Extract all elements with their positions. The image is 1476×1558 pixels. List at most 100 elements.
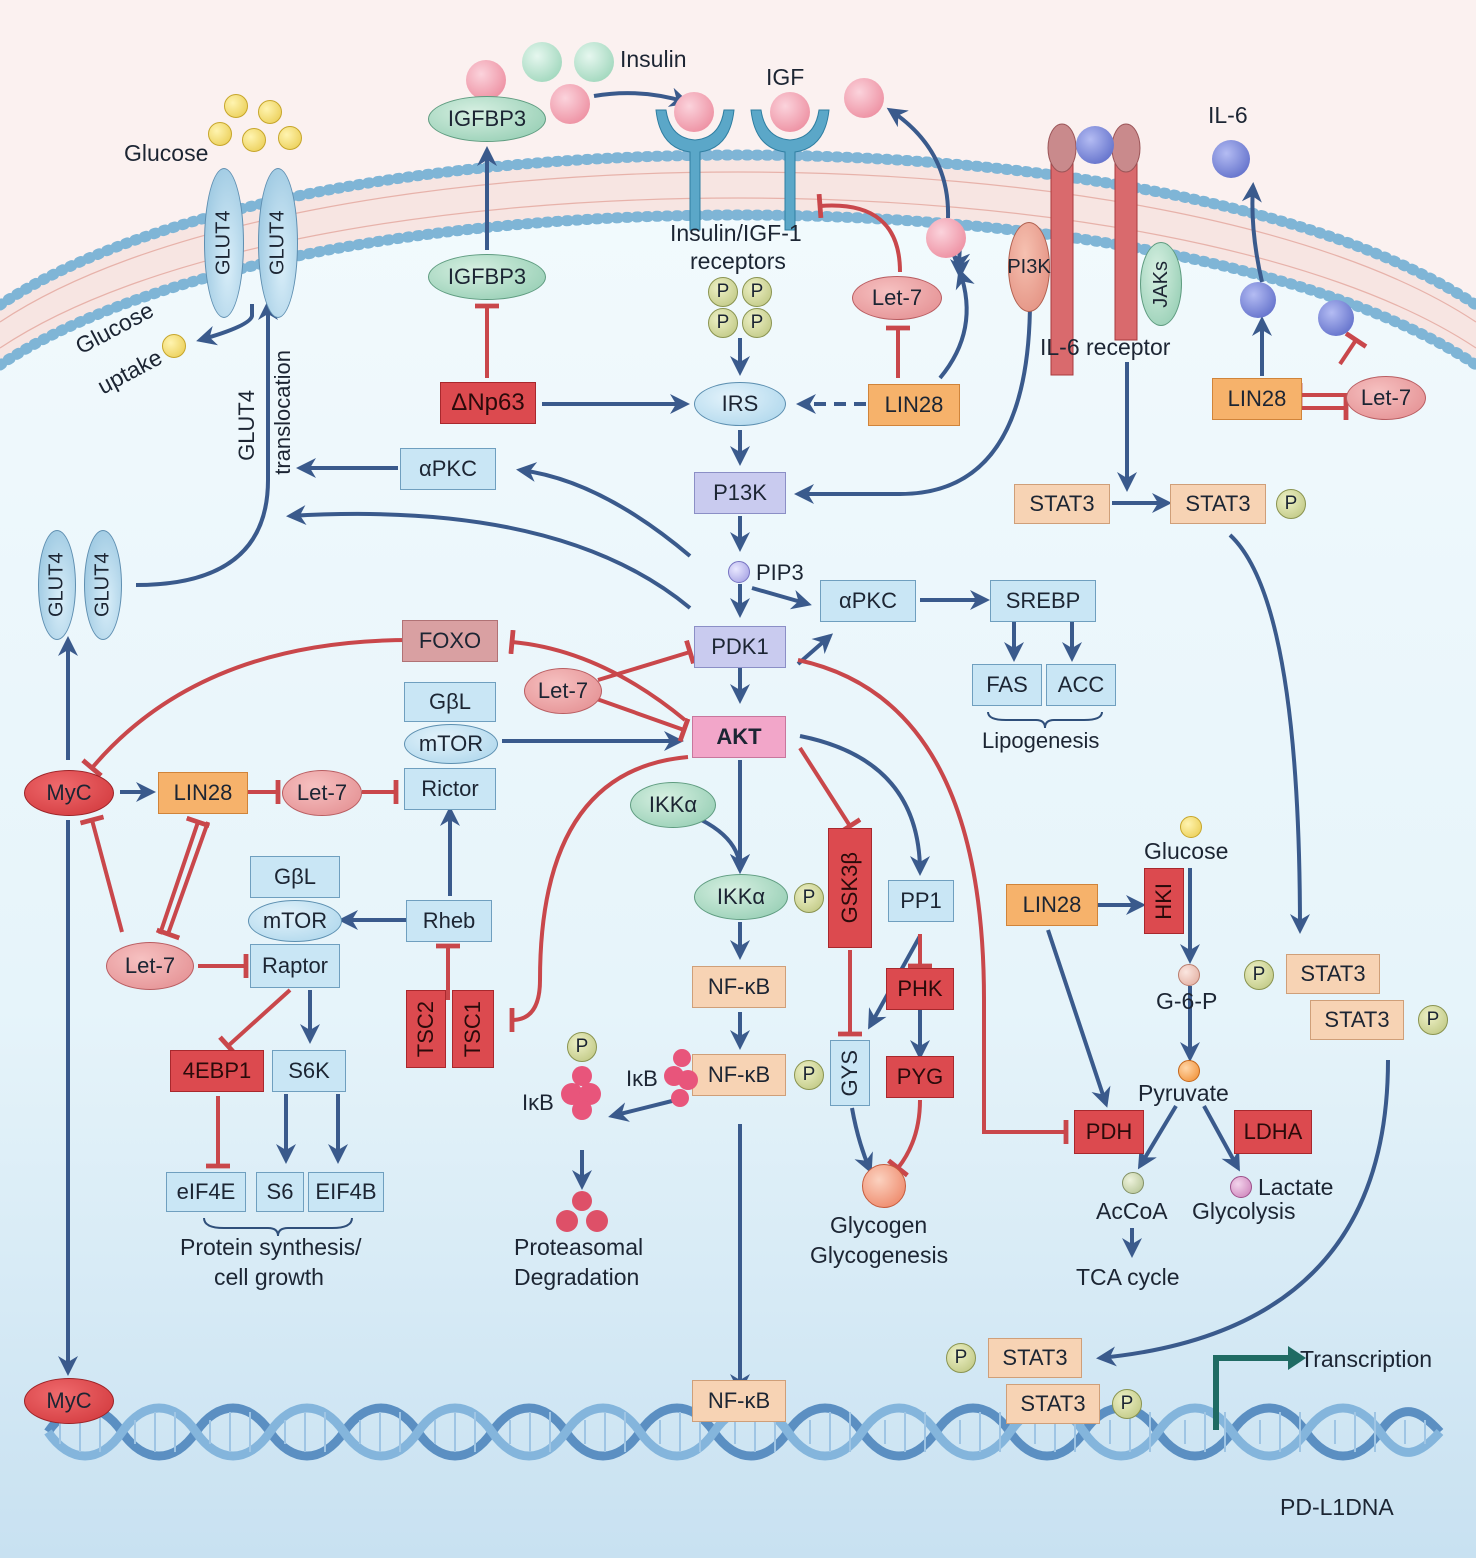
glut4-translocation-label: translocation (270, 350, 295, 475)
phospho-badge: P (1276, 489, 1306, 519)
pyruvate-molecule (1178, 1060, 1200, 1082)
nfkb-nuclear-node: NF-κB (692, 1380, 786, 1422)
igf-molecule (844, 78, 884, 118)
accoa-molecule (1122, 1172, 1144, 1194)
igf-molecule (770, 92, 810, 132)
ikb-label: IκB (522, 1090, 554, 1115)
phospho-badge: P (708, 308, 738, 338)
il6-molecule (1318, 300, 1354, 336)
myc-nuclear-node: MyC (24, 1378, 114, 1424)
let7-node-right: Let-7 (1346, 376, 1426, 420)
receptor-label: receptors (690, 248, 786, 274)
receptor-label: Insulin/IGF-1 (670, 220, 802, 246)
s6k-node: S6K (272, 1050, 346, 1092)
stat3-node: STAT3 (1006, 1384, 1100, 1424)
lactate-molecule (1230, 1176, 1252, 1198)
dna-label: PD-L1DNA (1280, 1494, 1394, 1520)
stat3-node: STAT3 (988, 1338, 1082, 1378)
pp1-node: PP1 (888, 880, 954, 922)
lin28-node-glycolysis: LIN28 (1006, 884, 1098, 926)
rheb-node: Rheb (406, 900, 492, 942)
gbl-node-lower: GβL (250, 856, 340, 898)
stat3-node: STAT3 (1286, 954, 1380, 994)
let7-node-left: Let-7 (282, 770, 362, 816)
stat3-node: STAT3 (1170, 484, 1266, 524)
gys-node: GYS (830, 1040, 870, 1106)
protein-synthesis-label: Protein synthesis/ (180, 1234, 362, 1260)
tsc2-node: TSC2 (406, 990, 446, 1068)
ikka-phospho-node: IKKα (694, 874, 788, 920)
pip3-label: PIP3 (756, 560, 804, 585)
mtor-node-upper: mTOR (404, 724, 498, 764)
akt-node: AKT (692, 716, 786, 758)
phospho-badge: P (794, 1060, 824, 1090)
glycolysis-label: Glycolysis (1192, 1198, 1296, 1224)
glucose-molecule (162, 334, 186, 358)
jaks-text: JAKs (1149, 260, 1172, 308)
proteasomal-label: Degradation (514, 1264, 640, 1290)
apkc-node-upper: αPKC (400, 448, 496, 490)
pyruvate-label: Pyruvate (1138, 1080, 1229, 1106)
glucose-label: Glucose (124, 140, 209, 166)
stat3-node: STAT3 (1310, 1000, 1404, 1040)
myc-node: MyC (24, 770, 114, 816)
rictor-node: Rictor (404, 768, 496, 810)
tsc1-text: TSC1 (460, 1000, 485, 1058)
tsc2-text: TSC2 (413, 1000, 438, 1058)
proteasomal-label: Proteasomal (514, 1234, 644, 1260)
nfkb-node: NF-κB (692, 966, 786, 1008)
ikb-bound-icon (664, 1049, 698, 1107)
irs-node: IRS (694, 382, 786, 426)
proteasome-icon (556, 1191, 608, 1232)
lactate-label: Lactate (1258, 1174, 1334, 1200)
pdh-node: PDH (1074, 1110, 1144, 1154)
ldha-node: LDHA (1234, 1110, 1312, 1154)
il6-receptor-label: IL-6 receptor (1040, 334, 1171, 360)
igf-molecule (926, 218, 966, 258)
apkc-node-right: αPKC (820, 580, 916, 622)
glucose-molecule (208, 122, 232, 146)
il6-molecule (1212, 140, 1250, 178)
ikb-free-icon (561, 1066, 601, 1120)
fas-node: FAS (972, 664, 1042, 706)
phospho-badge: P (742, 277, 772, 307)
insulin-molecule (574, 42, 614, 82)
glut4-translocation-label: GLUT4 (234, 390, 259, 461)
insulin-label: Insulin (620, 46, 687, 72)
glucose-molecule (224, 94, 248, 118)
il6-molecule (1240, 282, 1276, 318)
phk-node: PHK (886, 968, 954, 1010)
igf-molecule (550, 84, 590, 124)
protein-synthesis-brace (203, 1217, 353, 1237)
ikb-label: IκB (626, 1066, 658, 1091)
phospho-badge: P (708, 277, 738, 307)
gys-text: GYS (837, 1049, 862, 1097)
phospho-badge: P (742, 308, 772, 338)
phospho-badge: P (946, 1343, 976, 1373)
let7-node-center: Let-7 (524, 668, 602, 714)
4ebp1-node: 4EBP1 (170, 1050, 264, 1092)
dnp63-node: ΔNp63 (440, 382, 536, 424)
let7-node: Let-7 (852, 276, 942, 320)
lin28-node: LIN28 (868, 384, 960, 426)
nfkb-phospho-node: NF-κB (692, 1054, 786, 1096)
accoa-label: AcCoA (1096, 1198, 1168, 1224)
srebp-node: SREBP (990, 580, 1096, 622)
pyg-node: PYG (886, 1056, 954, 1098)
foxo-node: FOXO (402, 620, 498, 662)
glycogen-molecule (862, 1164, 906, 1208)
jaks-node: JAKs (1140, 242, 1182, 326)
gsk3b-text: GSK3β (837, 852, 862, 924)
p13k-node: P13K (694, 472, 786, 514)
glycogen-label: Glycogen (830, 1212, 928, 1238)
hki-text: HKI (1151, 882, 1176, 920)
tca-label: TCA cycle (1076, 1264, 1180, 1290)
igfbp3-intracellular: IGFBP3 (428, 254, 546, 300)
glut4-vesicle: GLUT4 (38, 530, 76, 640)
lipogenesis-brace (987, 711, 1103, 729)
s6-node: S6 (256, 1172, 304, 1212)
igfbp3-secreted: IGFBP3 (428, 96, 546, 142)
lin28-node-left: LIN28 (158, 772, 248, 814)
